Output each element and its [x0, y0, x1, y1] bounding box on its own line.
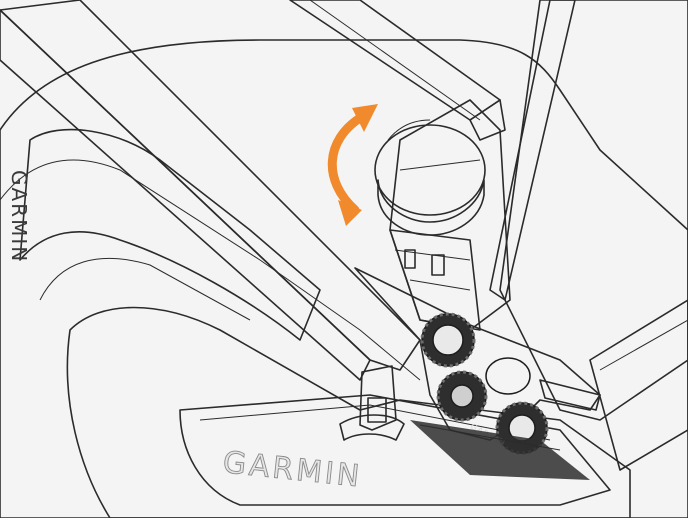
side-brand-text: GARMIN — [7, 170, 31, 263]
